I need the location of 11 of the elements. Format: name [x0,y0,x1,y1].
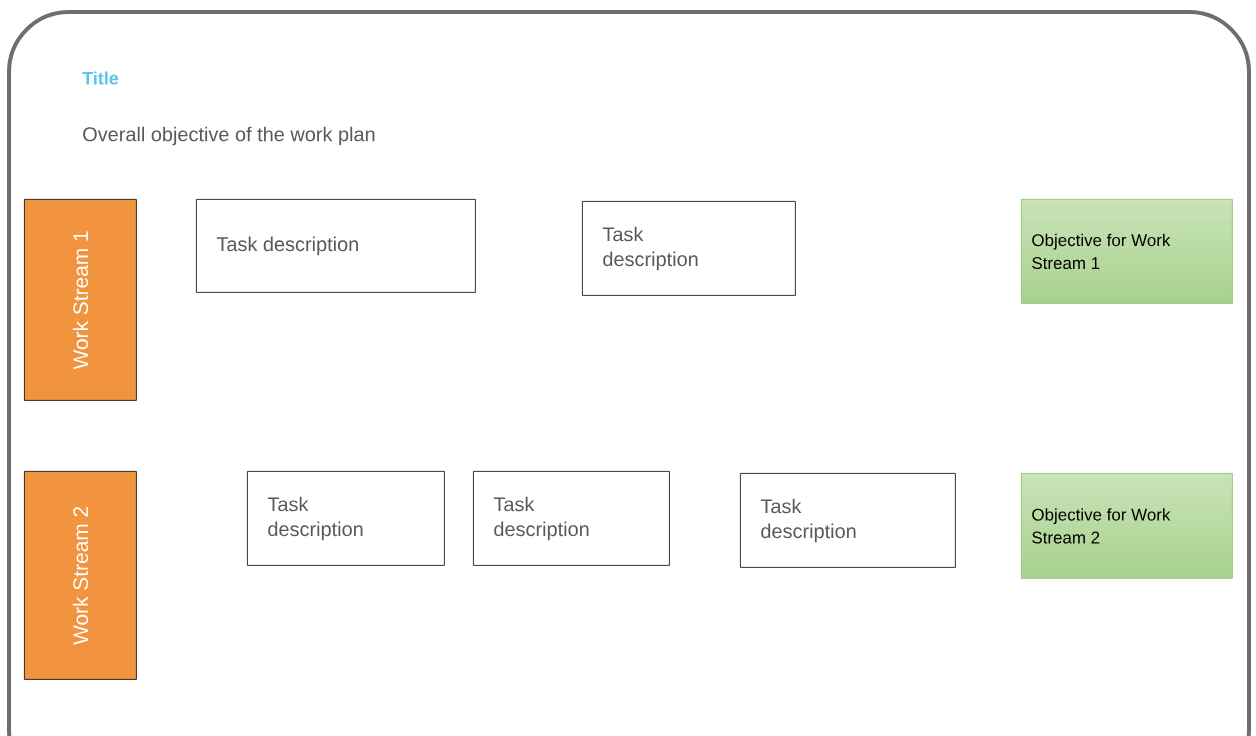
task-box: Task description [740,473,956,568]
task-box: Task description [473,471,670,566]
objective-box: Objective for Work Stream 1 [1021,199,1233,304]
title: Title [82,71,119,85]
work-stream-box: Work Stream 2 [24,471,137,680]
task-box: Task description [247,471,445,566]
task-box: Task description [582,201,796,296]
objective-box: Objective for Work Stream 2 [1021,473,1233,579]
subtitle: Overall objective of the work plan [83,126,375,146]
work-stream-box: Work Stream 1 [24,199,137,401]
task-box: Task description [196,199,476,293]
